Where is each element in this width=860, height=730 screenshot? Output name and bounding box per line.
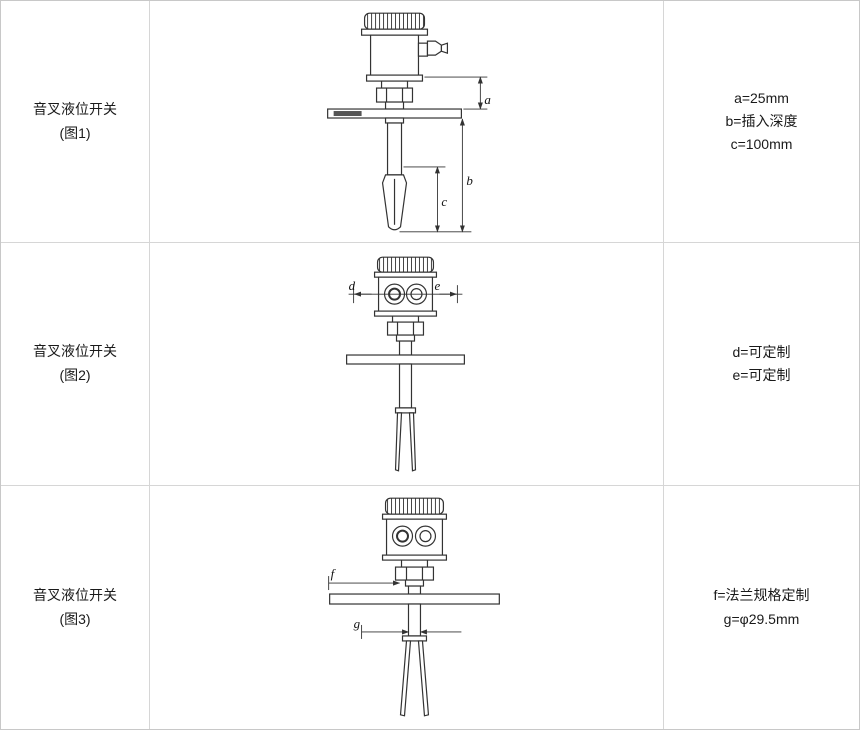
row2-spec-cell: d=可定制 e=可定制 bbox=[664, 243, 859, 486]
dimension-lines bbox=[328, 576, 462, 639]
row1-title: 音叉液位开关 bbox=[33, 100, 117, 117]
flange bbox=[346, 353, 465, 365]
probe-tube bbox=[401, 603, 428, 642]
dim-label-a: a bbox=[484, 92, 490, 107]
dim-label-e: e bbox=[434, 278, 440, 293]
device-housing bbox=[385, 518, 444, 556]
figure1-diagram: a b c bbox=[327, 12, 491, 233]
spec-line: f=法兰规格定制 bbox=[713, 587, 810, 604]
row2-subtitle: (图2) bbox=[59, 367, 91, 383]
dim-label-g: g bbox=[354, 616, 361, 631]
device-cap bbox=[381, 497, 448, 520]
dim-label-f: f bbox=[331, 566, 337, 581]
device-housing bbox=[369, 34, 420, 76]
row3-label-cell: 音叉液位开关 (图3) bbox=[1, 486, 150, 729]
figure2-diagram: d e bbox=[346, 256, 465, 472]
spec-line: c=100mm bbox=[730, 136, 793, 153]
probe-tube bbox=[394, 362, 417, 414]
spec-line: g=φ29.5mm bbox=[723, 610, 800, 627]
probe-tube bbox=[384, 116, 405, 175]
fork-blade bbox=[381, 173, 408, 230]
row1-label-cell: 音叉液位开关 (图1) bbox=[1, 1, 150, 243]
nameplate bbox=[333, 110, 362, 116]
row3-spec-cell: f=法兰规格定制 g=φ29.5mm bbox=[664, 486, 859, 729]
flange bbox=[329, 593, 500, 605]
fork-blades bbox=[399, 640, 430, 717]
spec-line: b=插入深度 bbox=[725, 112, 798, 129]
dimension-lines bbox=[348, 284, 463, 303]
device-cap bbox=[373, 256, 438, 278]
process-connection bbox=[381, 554, 448, 595]
row3-diagram-cell: f g bbox=[150, 486, 664, 729]
dimension-lines bbox=[399, 75, 488, 233]
dim-label-b: b bbox=[466, 172, 473, 187]
dim-label-d: d bbox=[349, 278, 356, 293]
row3-subtitle: (图3) bbox=[59, 610, 91, 627]
cable-gland bbox=[417, 40, 449, 57]
fork-blades bbox=[394, 411, 417, 472]
row2-title: 音叉液位开关 bbox=[33, 343, 117, 360]
process-connection bbox=[373, 310, 438, 356]
spec-line: e=可定制 bbox=[732, 367, 791, 383]
spec-line: a=25mm bbox=[734, 89, 789, 106]
figure3-diagram: f g bbox=[328, 497, 500, 717]
row1-diagram-cell: a b c bbox=[150, 1, 664, 243]
row3-title: 音叉液位开关 bbox=[33, 586, 117, 603]
row1-spec-cell: a=25mm b=插入深度 c=100mm bbox=[664, 1, 859, 243]
process-connection bbox=[365, 73, 424, 110]
row2-diagram-cell: d e bbox=[150, 243, 664, 486]
spec-line: d=可定制 bbox=[732, 343, 791, 360]
row2-label-cell: 音叉液位开关 (图2) bbox=[1, 243, 150, 486]
row1-subtitle: (图1) bbox=[59, 124, 91, 141]
device-cap bbox=[360, 12, 429, 36]
flange bbox=[327, 107, 462, 119]
dim-label-c: c bbox=[441, 193, 447, 208]
